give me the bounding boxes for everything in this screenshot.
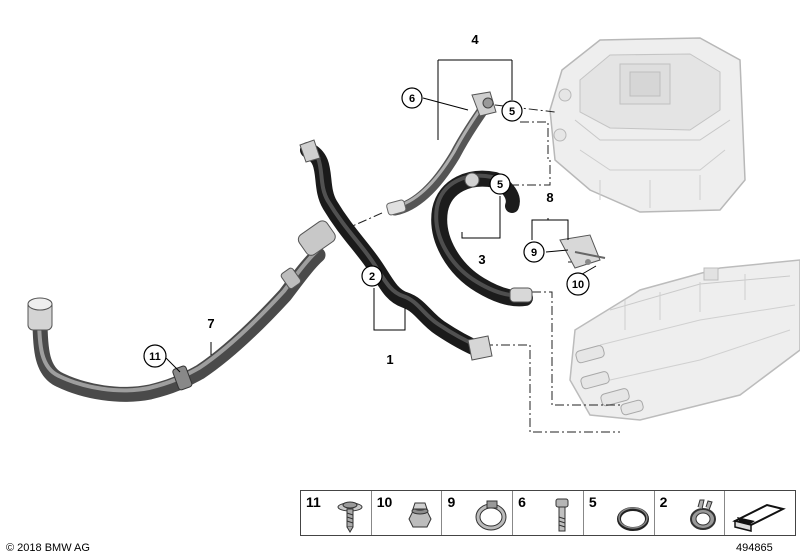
circled-callout-5-upper: 5 [501, 100, 523, 122]
copyright-notice: © 2018 BMW AG [6, 542, 90, 554]
svg-text:10: 10 [572, 279, 584, 291]
legend-number: 6 [518, 494, 526, 510]
hose-clamp-icon [475, 500, 507, 531]
legend-item-2[interactable]: 2 [655, 491, 726, 535]
legend-item-6[interactable]: 6 [513, 491, 584, 535]
o-ring-icon [616, 507, 649, 531]
spring-clamp-icon [690, 499, 717, 530]
circled-callout-9: 9 [523, 241, 545, 263]
callout-part-8: 8 [546, 190, 553, 205]
svg-text:5: 5 [509, 106, 515, 118]
converter-housing [569, 259, 800, 421]
coolant-hose-7 [27, 220, 336, 402]
svg-text:6: 6 [409, 93, 415, 105]
circled-callout-6: 6 [401, 87, 423, 109]
svg-text:9: 9 [531, 247, 537, 259]
screw-with-washer-icon [337, 501, 363, 533]
legend-direction-arrow[interactable] [725, 491, 795, 535]
circled-callout-5-lower: 5 [489, 173, 511, 195]
circled-callout-10: 10 [566, 272, 590, 296]
callout-part-7: 7 [207, 316, 214, 331]
callout-part-1: 1 [386, 352, 393, 367]
legend-item-9[interactable]: 9 [442, 491, 514, 535]
power-electronics-housing [549, 37, 746, 213]
legend-number: 9 [447, 494, 456, 510]
legend-number: 11 [306, 494, 321, 510]
legend-number: 10 [376, 494, 393, 510]
svg-text:2: 2 [369, 271, 375, 283]
parts-legend: 11 10 9 6 5 [300, 490, 796, 536]
callout-leaders [165, 59, 597, 373]
bolt-icon [555, 498, 569, 532]
hex-nut-icon [408, 502, 432, 528]
svg-text:11: 11 [149, 351, 161, 363]
circled-callout-2: 2 [361, 265, 383, 287]
bracket-8 [559, 234, 606, 269]
circled-callout-11: 11 [143, 344, 167, 368]
legend-item-5[interactable]: 5 [584, 491, 655, 535]
direction-arrow-icon [732, 503, 787, 532]
legend-number: 5 [588, 494, 597, 510]
callout-part-3: 3 [478, 252, 485, 267]
document-number: 494865 [736, 542, 773, 554]
svg-text:5: 5 [497, 179, 503, 191]
legend-item-11[interactable]: 11 [301, 491, 372, 535]
legend-number: 2 [659, 494, 668, 510]
coolant-pipe-4 [386, 91, 497, 216]
coolant-hose-1 [299, 139, 493, 361]
legend-item-10[interactable]: 10 [372, 491, 443, 535]
callout-part-4: 4 [471, 32, 479, 47]
